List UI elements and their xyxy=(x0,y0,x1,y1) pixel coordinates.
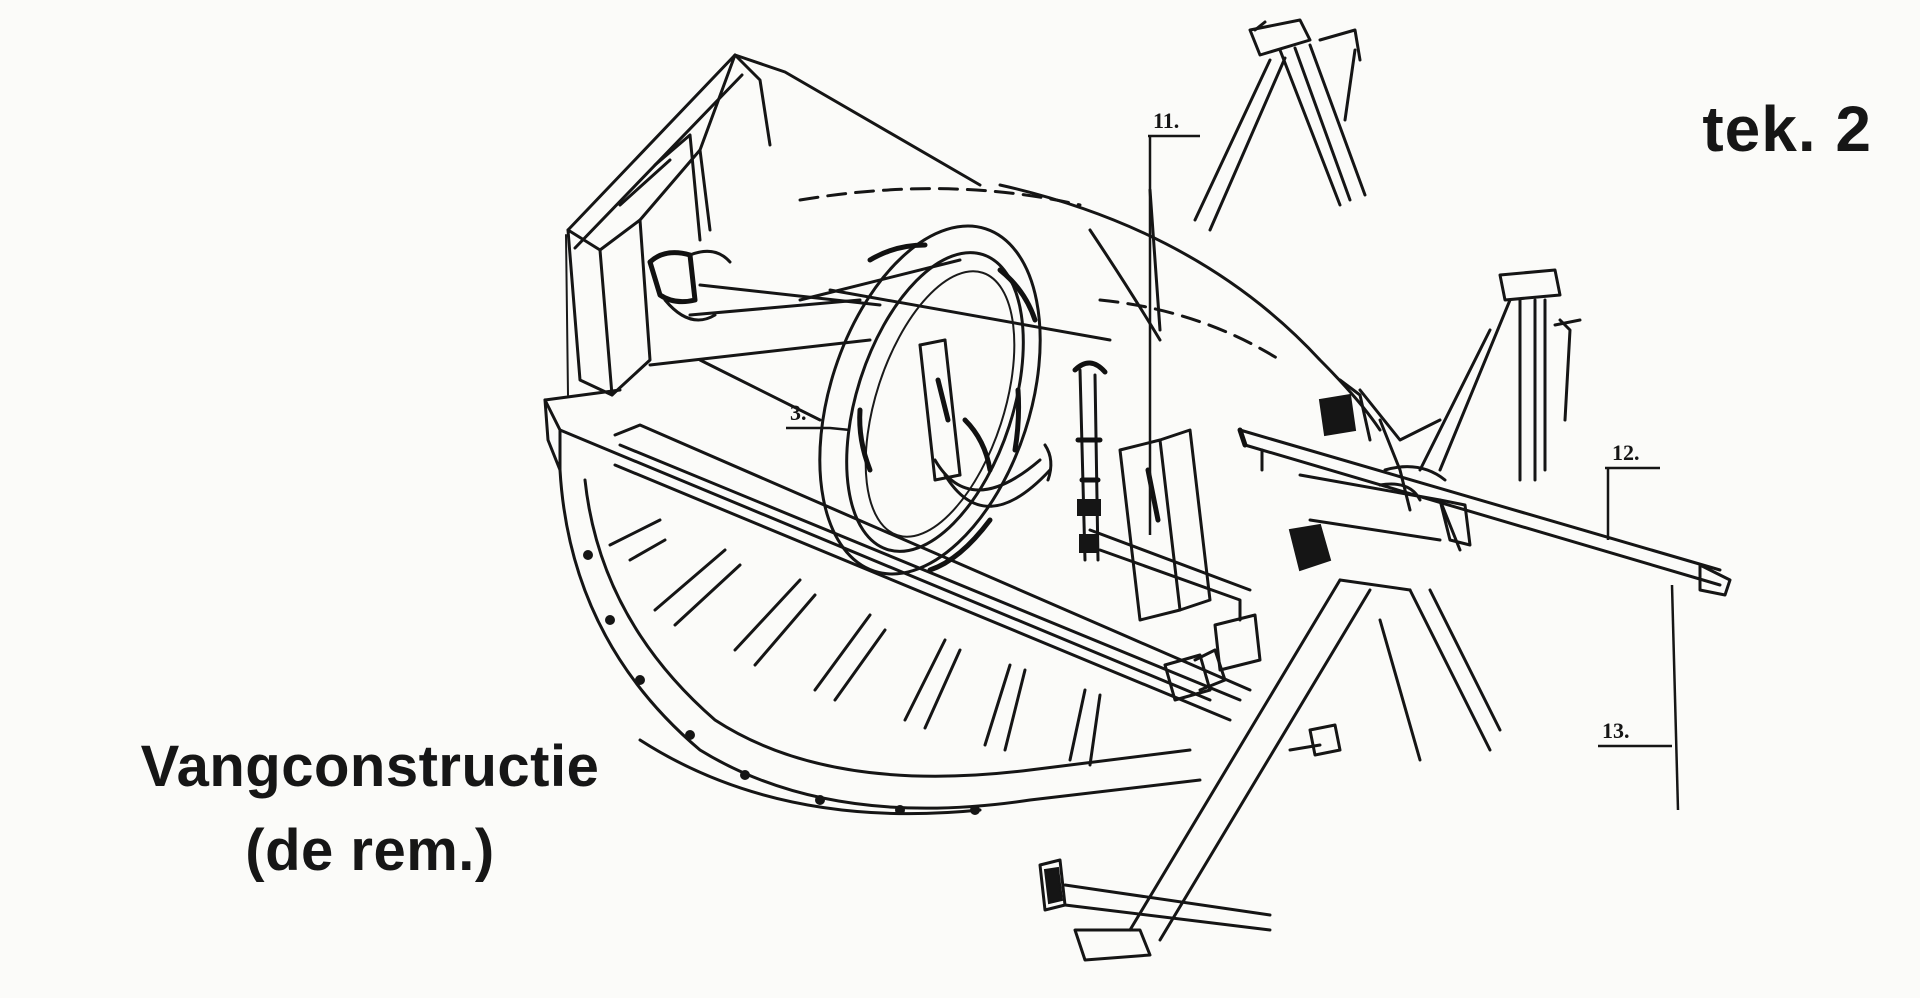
callout-3-label: 3. xyxy=(790,400,807,425)
brake-ring xyxy=(818,224,1108,576)
callout-12-label: 12. xyxy=(1612,440,1640,465)
figure-caption: Vangconstructie (de rem.) xyxy=(100,725,640,893)
callout-3: 3. xyxy=(786,400,851,432)
caption-title: Vangconstructie xyxy=(140,734,600,799)
callout-13-label: 13. xyxy=(1602,718,1630,743)
callout-11: 11. xyxy=(1148,108,1200,535)
central-post xyxy=(1088,428,1262,702)
curved-shroud xyxy=(798,183,1382,432)
callout-12: 12. xyxy=(1605,440,1660,540)
callout-13: 13. xyxy=(1598,584,1680,811)
callout-11-label: 11. xyxy=(1153,108,1179,133)
caption-subtitle: (de rem.) xyxy=(245,818,495,883)
brake-beam xyxy=(1237,378,1732,597)
diagonal-struts xyxy=(1038,578,1502,962)
upper-posts xyxy=(1193,18,1582,482)
curved-base-arc xyxy=(558,468,1202,816)
drawing-number-label: tek. 2 xyxy=(1702,93,1872,165)
